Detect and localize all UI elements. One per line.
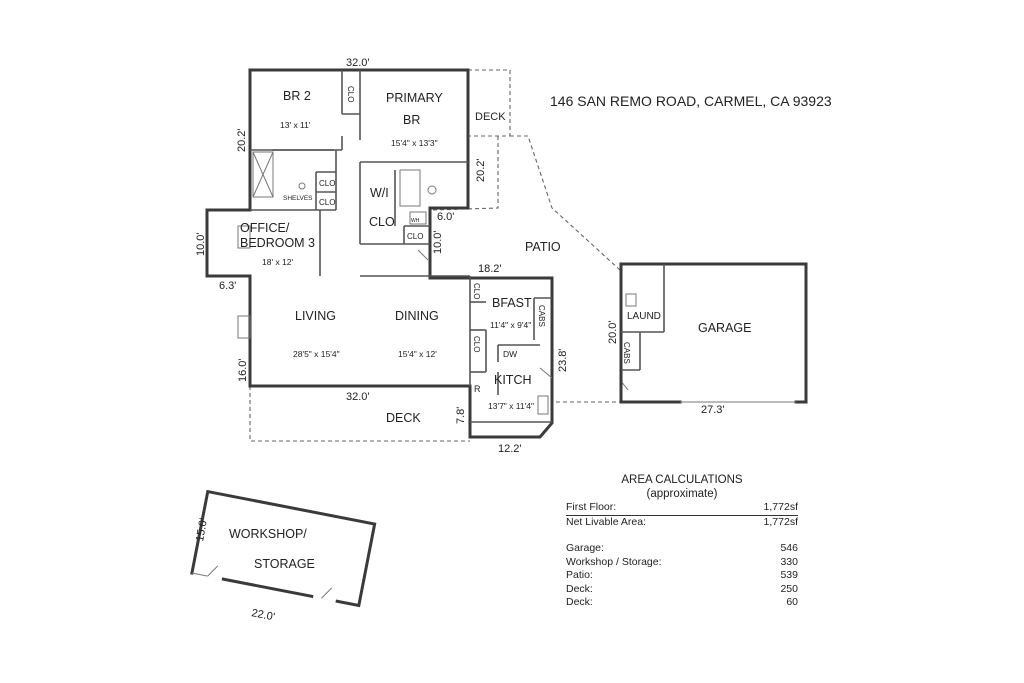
workshop-building xyxy=(190,489,377,608)
dim-br2-height: 20.2' xyxy=(236,128,248,152)
dim-deck-offset: 7.8' xyxy=(455,407,467,424)
clo-hall-2-label: CLO xyxy=(319,198,335,207)
patio-label: PATIO xyxy=(525,240,561,254)
clo-bfast-label: CLO xyxy=(472,283,481,299)
clo-kitchen-label: CLO xyxy=(472,336,481,352)
deck-top-label: DECK xyxy=(475,111,506,123)
clo-hall-1-label: CLO xyxy=(319,179,335,188)
area-label: Net Livable Area: xyxy=(566,515,646,528)
dim-kitchen-width: 12.2' xyxy=(498,443,522,455)
office-size: 18' x 12' xyxy=(262,257,294,267)
area-subtitle: (approximate) xyxy=(646,488,718,500)
area-value: 330 xyxy=(780,555,798,568)
dim-garage-width: 27.3' xyxy=(701,404,725,416)
dim-notch-height: 10.0' xyxy=(432,230,444,254)
area-row: Garage: 546 xyxy=(566,542,798,556)
dim-kitchen-height: 23.8' xyxy=(557,348,569,372)
area-value: 1,772sf xyxy=(763,515,798,528)
area-calculations: AREA CALCULATIONS (approximate) First Fl… xyxy=(566,473,798,610)
br2-size: 13' x 11' xyxy=(280,120,311,130)
garage-walls xyxy=(619,262,808,404)
cabs-garage-label: CABS xyxy=(622,342,631,364)
area-value: 539 xyxy=(780,569,798,581)
shelves-label: SHELVES xyxy=(283,195,313,202)
primary-label-1: PRIMARY xyxy=(386,91,443,105)
office-label-1: OFFICE/ xyxy=(240,221,290,235)
area-label: Workshop / Storage: xyxy=(566,555,662,568)
dim-workshop-width: 22.0' xyxy=(250,607,275,623)
dim-office-height: 10.0' xyxy=(195,232,207,256)
bath-fixtures xyxy=(252,151,437,225)
area-label: First Floor: xyxy=(566,501,617,513)
dining-size: 15'4" x 12' xyxy=(398,349,437,359)
living-size: 28'5" x 15'4" xyxy=(293,349,340,359)
dining-label: DINING xyxy=(395,309,439,323)
interior-walls xyxy=(250,70,552,423)
dim-garage-height: 20.0' xyxy=(607,320,619,344)
dim-notch-width: 6.0' xyxy=(437,211,454,223)
clo-br2-label: CLO xyxy=(346,86,355,102)
bfast-size: 11'4" x 9'4" xyxy=(490,320,531,330)
workshop-label-2: STORAGE xyxy=(254,557,315,571)
area-row: Deck: 60 xyxy=(566,596,798,610)
area-label: Deck: xyxy=(566,582,593,595)
area-label: Patio: xyxy=(566,569,593,581)
wi-label: W/I xyxy=(370,186,389,200)
area-row-net-livable: Net Livable Area: 1,772sf xyxy=(566,516,798,530)
deck-bottom-label: DECK xyxy=(386,411,421,425)
address: 146 SAN REMO ROAD, CARMEL, CA 93923 xyxy=(550,93,832,109)
area-value: 60 xyxy=(786,596,798,608)
dim-top-width: 32.0' xyxy=(346,57,370,69)
area-value: 250 xyxy=(780,582,798,595)
living-label: LIVING xyxy=(295,309,336,323)
garage-label: GARAGE xyxy=(698,321,752,335)
dim-living-width: 32.0' xyxy=(346,391,370,403)
primary-size: 15'4" x 13'3" xyxy=(391,138,438,148)
area-value: 546 xyxy=(780,542,798,554)
kitch-size: 13'7" x 11'4" xyxy=(488,401,534,411)
area-label: Deck: xyxy=(566,596,593,608)
primary-label-2: BR xyxy=(403,113,420,127)
dim-living-height: 16.0' xyxy=(237,358,249,382)
area-row-first-floor: First Floor: 1,772sf xyxy=(566,501,798,516)
area-label: Garage: xyxy=(566,542,604,554)
area-row: Deck: 250 xyxy=(566,583,798,597)
r-label: R xyxy=(474,384,481,394)
area-row: Workshop / Storage: 330 xyxy=(566,556,798,570)
office-label-2: BEDROOM 3 xyxy=(240,236,315,250)
br2-label: BR 2 xyxy=(283,89,311,103)
dim-workshop-height: 15.0' xyxy=(194,517,210,542)
door-swings xyxy=(417,249,629,415)
cabs-bfast-label: CABS xyxy=(537,305,546,327)
dim-kitchen-top: 18.2' xyxy=(478,263,502,275)
area-row: Patio: 539 xyxy=(566,569,798,583)
wi-clo-label: CLO xyxy=(369,215,395,229)
kitch-label: KITCH xyxy=(494,373,532,387)
clo-wi-label: CLO xyxy=(407,232,423,241)
area-value: 1,772sf xyxy=(763,501,798,513)
dim-office-offset: 6.3' xyxy=(219,280,236,292)
laund-label: LAUND xyxy=(627,311,661,322)
bfast-label: BFAST xyxy=(492,296,532,310)
workshop-label-1: WORKSHOP/ xyxy=(229,527,307,541)
area-title: AREA CALCULATIONS xyxy=(621,474,743,486)
wh-label: WH xyxy=(411,218,420,224)
decks-and-patio-outline xyxy=(249,69,621,442)
dw-label: DW xyxy=(503,349,517,359)
fireplaces xyxy=(237,225,251,339)
dim-primary-height: 20.2' xyxy=(475,158,487,182)
